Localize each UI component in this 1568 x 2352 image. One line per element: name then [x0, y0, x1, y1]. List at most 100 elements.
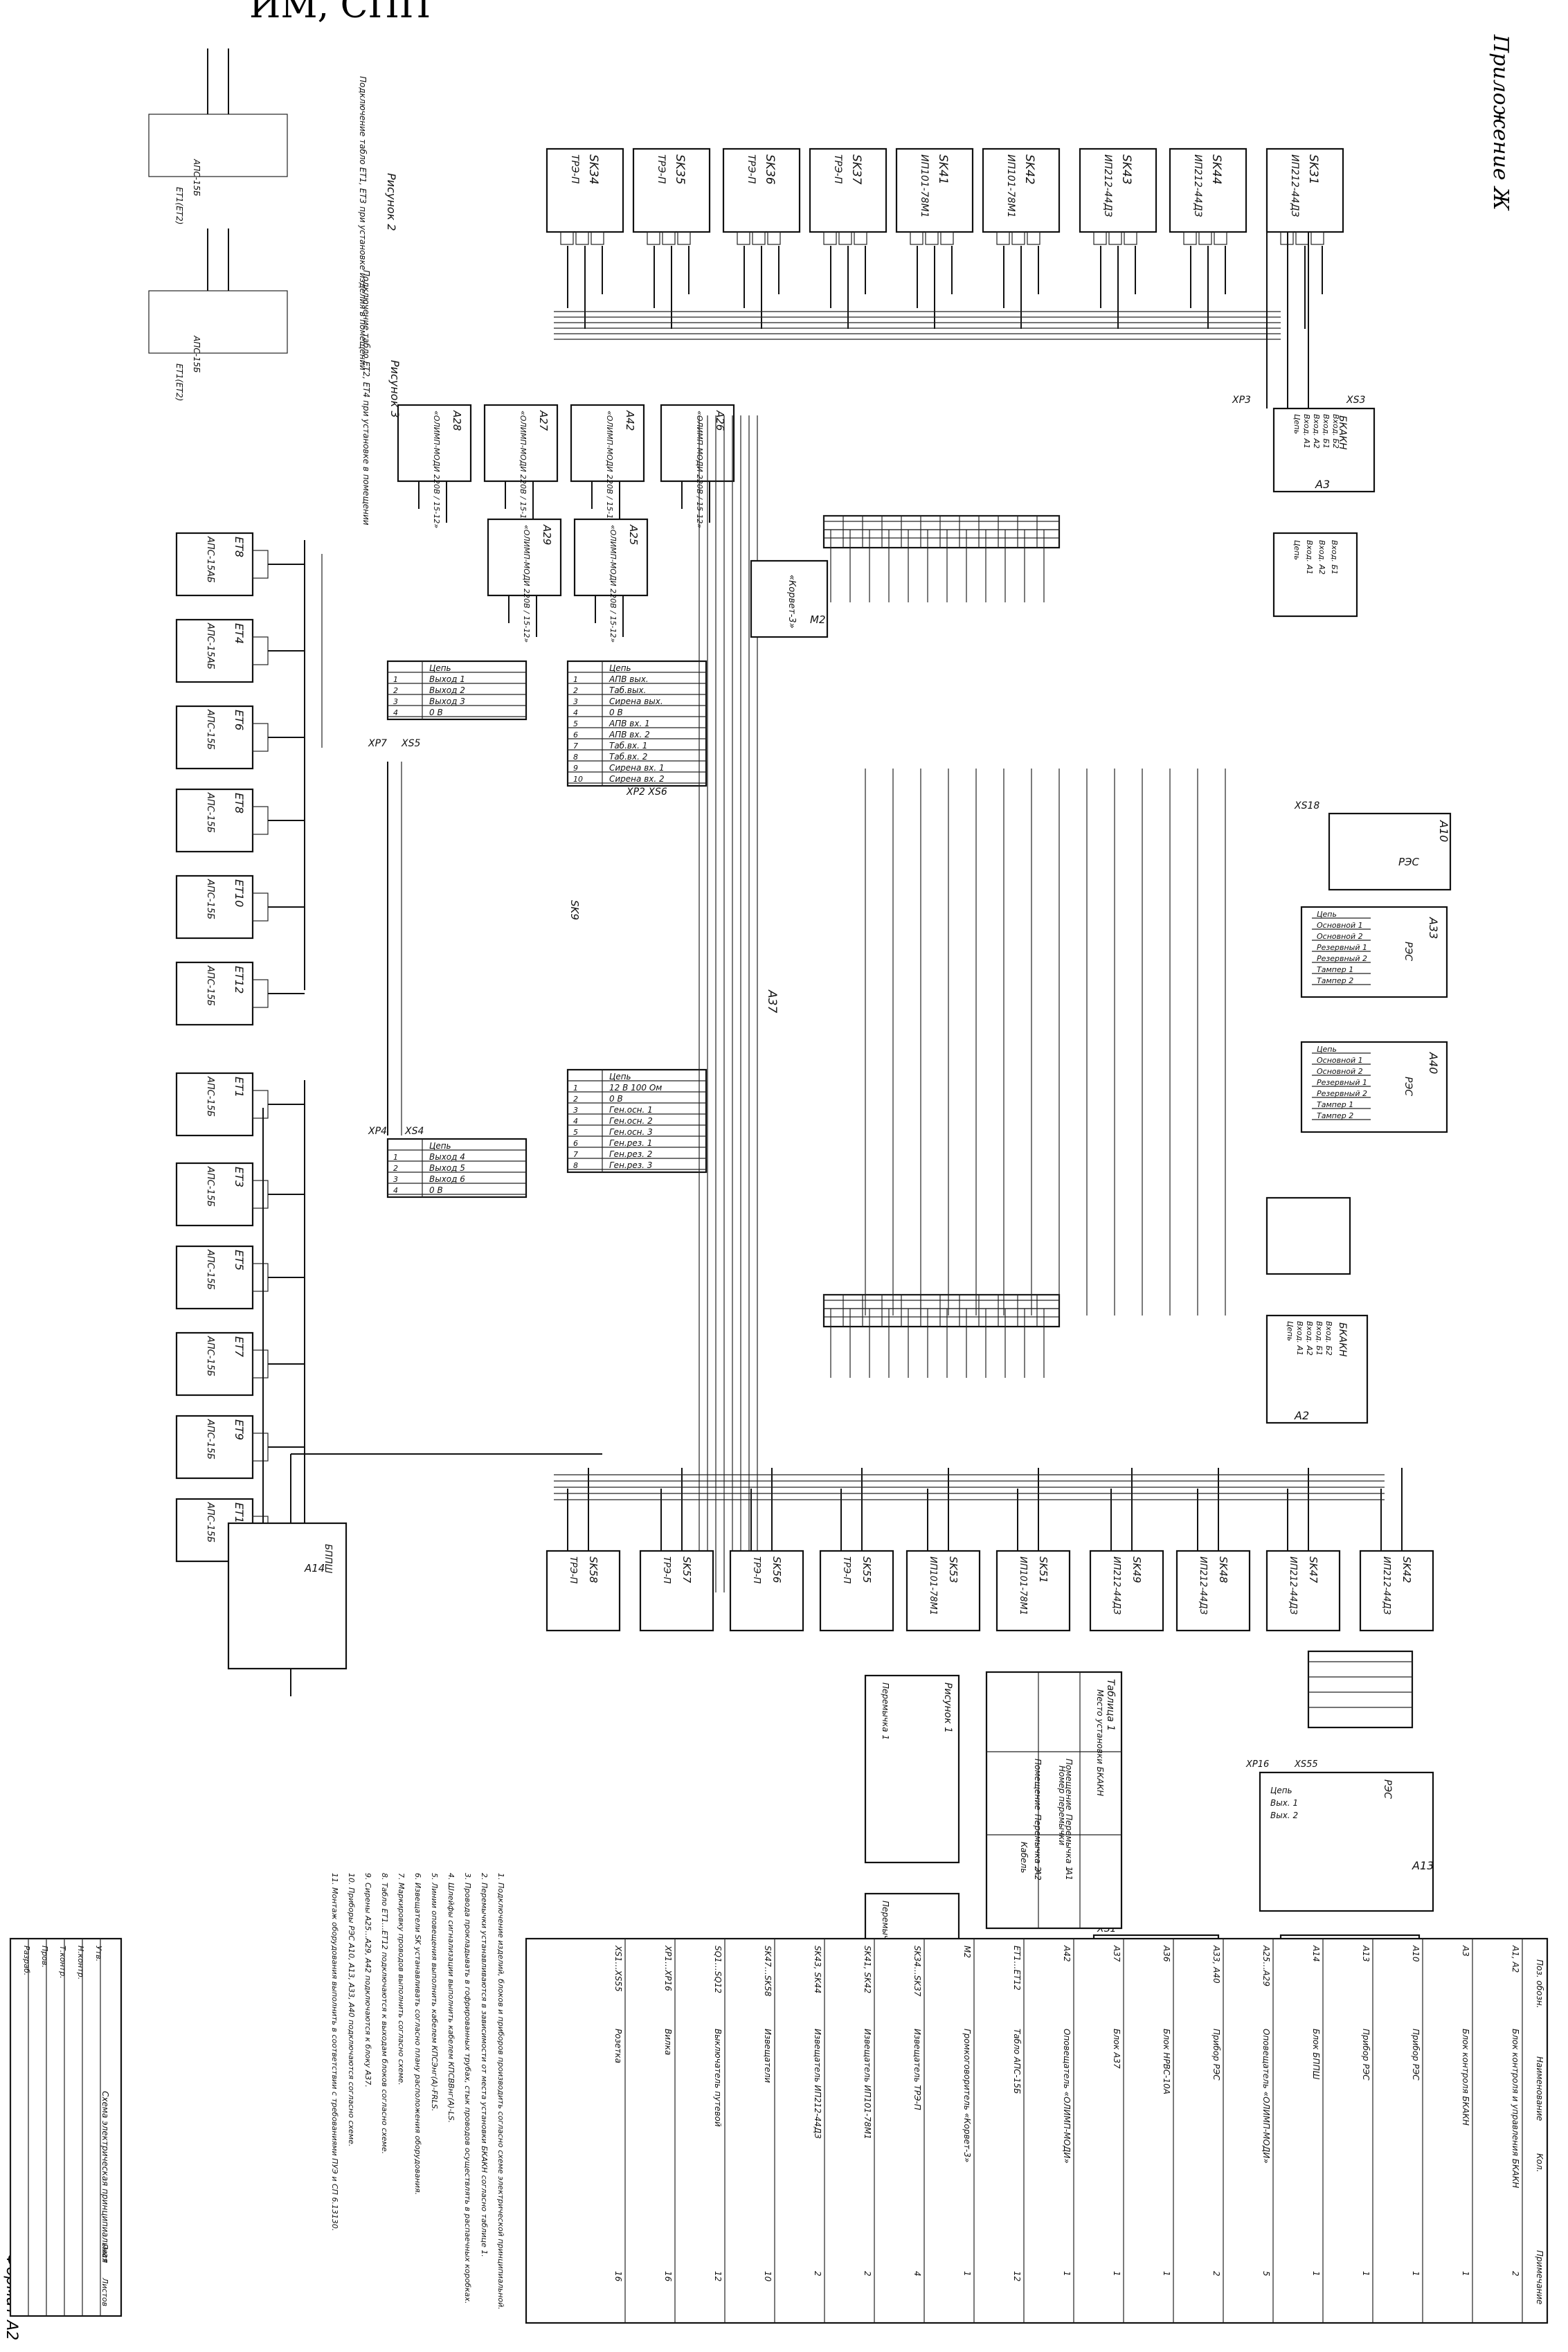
lamp-name: АПС-15Б [205, 792, 215, 833]
lamp-plug [252, 892, 269, 922]
terminal-num: 6 [573, 1139, 578, 1148]
bom-qty: 1 [1361, 2271, 1371, 2277]
unit-a10 [1328, 812, 1452, 891]
terminal-label: Вых. 1 [1270, 1798, 1298, 1808]
bom-ref: А25…А29 [1261, 1945, 1271, 1986]
terminal-label: Вход. А2 [1317, 540, 1326, 575]
lamp-plug [252, 806, 269, 835]
bom-ref: А14 [1311, 1945, 1321, 1962]
lamp-plug [252, 1433, 269, 1462]
terminal-label: Резервный 2 [1317, 1089, 1367, 1098]
bom-qty: 1 [1311, 2271, 1321, 2277]
terminal-num: 8 [573, 753, 578, 762]
detector-name: ИП101-78М1 [919, 154, 930, 218]
terminal-label: Тампер 2 [1317, 1111, 1353, 1120]
lamp-ref: ET6 [233, 710, 246, 730]
note-line: 6. Извещатели SK устанавливать согласно … [413, 1873, 422, 2195]
terminal-label: Выход 6 [429, 1174, 465, 1184]
terminal-label: Резервный 1 [1317, 943, 1367, 952]
unit-name: РЭС [1382, 1779, 1393, 1799]
lamp-box [175, 788, 254, 853]
unit-m2 [750, 559, 829, 638]
terminal-num: 1 [573, 675, 578, 684]
terminal-label: Ген.рез. 2 [609, 1149, 652, 1159]
lamp-ref: ET12 [233, 966, 246, 994]
terminal-label: Тампер 1 [1317, 1100, 1353, 1109]
terminal-num: 2 [573, 686, 578, 695]
unit-ref: А33 [1427, 917, 1440, 939]
detector-terminal [737, 231, 750, 245]
detector-terminal [854, 231, 867, 245]
lamp-name: АПС-15Б [192, 335, 201, 372]
detector-name: ИП212-44ДЗ [1381, 1556, 1391, 1615]
unit-name: БКАКН [1337, 415, 1348, 450]
terminal-label: Вход. Б1 [1315, 1321, 1324, 1356]
note-line: 5. Линии оповещения выполнить кабелем КП… [430, 1873, 439, 2111]
siren-box [573, 518, 649, 597]
detector-name: ИП212-44ДЗ [1102, 154, 1113, 217]
bom-qty: 1 [1112, 2271, 1121, 2277]
detector-name: ТРЭ-П [656, 154, 667, 184]
bom-qty: 16 [613, 2271, 623, 2282]
terminal-label: Цепь [1317, 1045, 1337, 1054]
lamp-ref: ET4 [233, 623, 246, 644]
detector-terminal [767, 231, 781, 245]
figure-2-box [148, 114, 288, 177]
siren-box [660, 404, 735, 483]
pin-strip [823, 515, 1060, 530]
terminal-label: Основной 1 [1317, 921, 1363, 930]
connector-label: XS5 [401, 738, 420, 749]
siren-ref: А27 [537, 410, 550, 431]
terminal-label: Таб.вых. [609, 685, 646, 695]
detector-ref: SK56 [771, 1556, 783, 1583]
terminal-label: Цепь [1292, 414, 1301, 434]
unit-ref: А13 [1412, 1859, 1434, 1872]
lamp-plug [252, 1263, 269, 1292]
note-line: 9. Сирены А25…А29, А42 подключаются к бл… [363, 1873, 372, 2088]
detector-terminal [575, 231, 589, 245]
terminal-label: 0 В [609, 708, 623, 717]
detector-ref: SK44 [1209, 154, 1223, 185]
bom-name: Извещатели [763, 2029, 773, 2083]
terminal-label: Цепь [1286, 1321, 1295, 1341]
bom-ref: А36 [1162, 1945, 1171, 1962]
lamp-box [175, 705, 254, 770]
terminal-num: 1 [573, 1084, 578, 1093]
siren-name: «ОЛИМП-МОДИ 220В / 15-12» [519, 411, 528, 528]
siren-box [483, 404, 559, 483]
connector-label: ЕТ1(ЕТ2) [174, 363, 184, 401]
terminal-label: Вход. Б2 [1331, 414, 1340, 449]
lamp-name: АПС-15АБ [205, 536, 215, 583]
siren-box [487, 518, 562, 597]
terminal-label: Выход 4 [429, 1152, 465, 1162]
terminal-label: Вход. А2 [1312, 414, 1321, 449]
siren-box [570, 404, 645, 483]
lamp-name: АПС-15Б [205, 1502, 215, 1543]
siren-ref: А29 [541, 524, 553, 545]
terminal-label: Вход. А1 [1302, 414, 1311, 449]
bom-name: Табло АПС-15Б [1012, 2029, 1022, 2094]
detector-terminal [1310, 231, 1324, 245]
note-line: 11. Монтаж оборудования выполнить в соот… [330, 1873, 339, 2231]
terminal-label: Ген.осн. 1 [609, 1105, 653, 1115]
bom-name: Извещатель ИП101-78М1 [863, 2029, 872, 2139]
detector-name: ТРЭ-П [751, 1556, 762, 1584]
bom-ref: А37 [1112, 1945, 1121, 1962]
detector-box [995, 1550, 1071, 1632]
lamp-box [175, 1072, 254, 1137]
lamp-box [175, 1162, 254, 1227]
lamp-ref: ET3 [233, 1167, 246, 1187]
terminal-label: Цепь [609, 1072, 631, 1081]
lamp-ref: ET5 [233, 1250, 246, 1271]
siren-ref: А25 [627, 524, 640, 545]
terminal-label: Вход. А2 [1305, 1321, 1314, 1356]
lamp-ref: ET9 [233, 1419, 246, 1440]
table-1 [985, 1671, 1123, 1930]
terminal-num: 9 [573, 764, 578, 773]
terminal-label: Цепь [1292, 540, 1301, 560]
stamp-label: Лист [100, 2243, 109, 2263]
lamp-name: АПС-15Б [205, 1249, 215, 1290]
terminal-label: 0 В [429, 708, 443, 717]
detector-terminal [996, 231, 1010, 245]
detector-ref: SK31 [1306, 154, 1320, 185]
